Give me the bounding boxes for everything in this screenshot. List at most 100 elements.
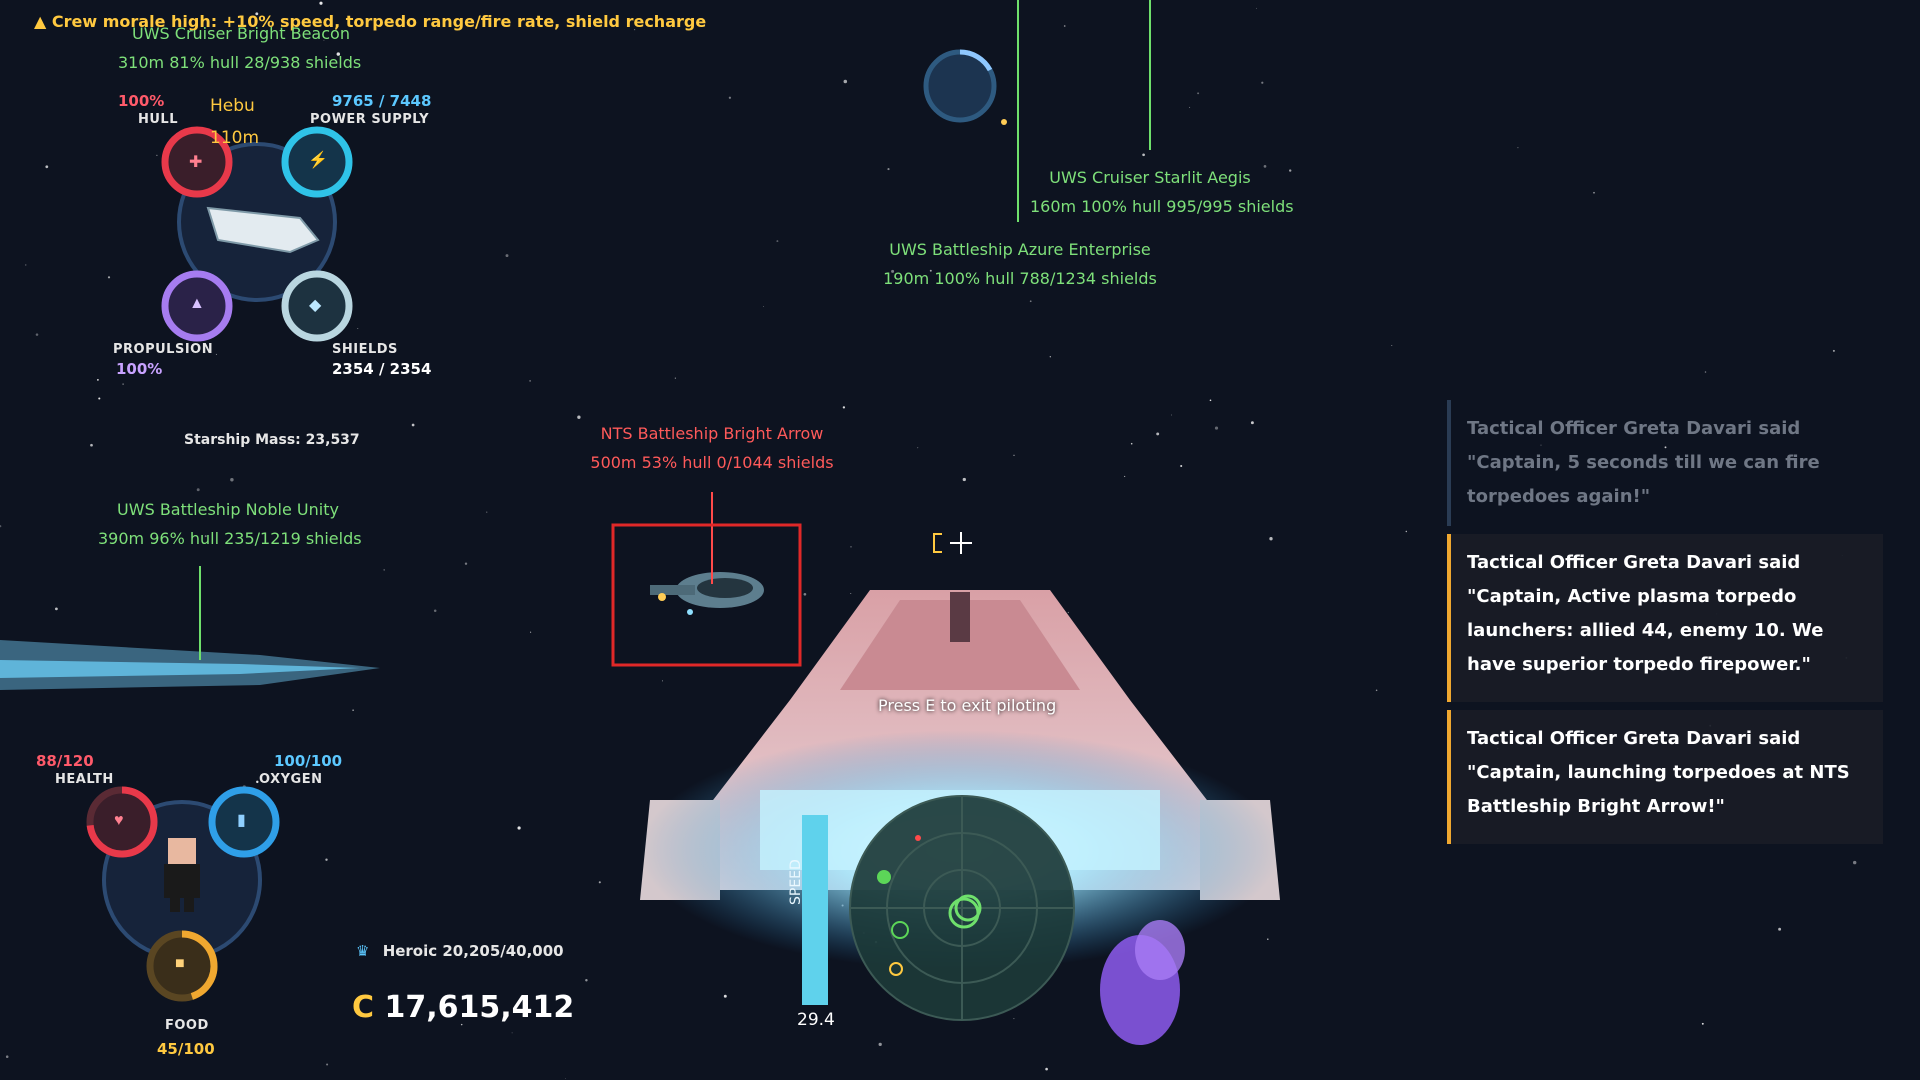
star [1261,81,1264,84]
food-icon: ■ [175,955,185,972]
star [1189,106,1191,108]
target-tag-bright-arrow[interactable]: NTS Battleship Bright Arrow 500m 53% hul… [582,424,842,472]
star [763,306,764,307]
star [891,269,895,273]
message-text: Tactical Officer Greta Davari said "Capt… [1467,552,1824,675]
star [0,525,2,528]
power-value: 9765 / 7448 [332,92,432,110]
radar [849,795,1075,1021]
star [55,607,58,611]
star [1269,537,1273,541]
oxygen-value: 100/100 [274,752,343,770]
star [1209,399,1212,402]
morale-alert: ▲ Crew morale high: +10% speed, torpedo … [34,12,706,31]
star [850,592,852,594]
star [215,353,217,355]
star [1391,345,1393,346]
enemy-ship-bright-arrow [650,572,764,615]
star [530,631,532,633]
star [878,1042,882,1047]
star [1704,371,1707,373]
star [25,264,27,266]
credits-icon: C [352,990,375,1025]
star [1853,860,1857,865]
rank-display: ♛ Heroic 20,205/40,000 [356,942,564,960]
power-label: POWER SUPPLY [310,112,429,127]
star [5,1055,9,1058]
star [1214,426,1219,430]
star [585,979,588,982]
enemy-target-box [611,523,802,667]
star [1405,530,1408,533]
star [352,709,354,711]
target-name: UWS Cruiser Starlit Aegis [1049,168,1251,187]
star [929,269,932,272]
star [97,379,99,381]
star [634,29,636,31]
target-stats: 160m 100% hull 995/995 shields [1030,197,1294,216]
target-name: UWS Battleship Azure Enterprise [889,240,1151,259]
star [1045,1067,1048,1071]
target-tag-noble-unity[interactable]: UWS Battleship Noble Unity 390m 96% hull… [98,500,362,548]
oxygen-label: OXYGEN [259,772,323,787]
starship-mass: Starship Mass: 23,537 [184,432,360,448]
star [35,333,39,336]
target-tag-bright-beacon[interactable]: UWS Cruiser Bright Beacon 310m 81% hull … [118,24,361,72]
star [1540,444,1542,446]
health-icon: ♥ [114,812,124,829]
star [803,592,807,596]
speed-bar-fill [802,815,828,1005]
star [1256,7,1257,9]
health-value: 88/120 [36,752,94,770]
star [1701,1022,1704,1025]
star [196,488,200,492]
star [1778,927,1782,931]
star [564,1078,566,1079]
shields-label: SHIELDS [332,342,398,357]
rank-text: Heroic 20,205/40,000 [382,942,564,960]
target-tag-azure-enterprise[interactable]: UWS Battleship Azure Enterprise 190m 100… [880,240,1160,288]
message-text: Tactical Officer Greta Davari said "Capt… [1467,418,1820,507]
star [326,1063,329,1066]
target-name: NTS Battleship Bright Arrow [600,424,824,443]
star [325,858,328,861]
propulsion-value: 100% [116,360,163,378]
star [45,165,49,169]
star [577,415,581,419]
star [98,397,101,400]
star [962,477,966,482]
player-status-rings [86,786,280,1002]
crosshair [933,532,972,554]
star [517,826,521,830]
player-status-panel: ♥ ▮ ■ 88/120 HEALTH 100/100 OXYGEN FOOD … [30,750,360,1070]
power-icon: ⚡ [308,152,328,169]
shields-value: 2354 / 2354 [332,360,432,378]
star [204,535,207,538]
warning-icon: ▲ [34,12,47,31]
star [1593,191,1595,194]
star [1180,464,1183,468]
star [850,546,852,548]
star [598,881,601,884]
star [1013,454,1015,456]
star [661,680,664,682]
star [1832,349,1835,352]
star [1142,153,1145,157]
food-value: 45/100 [157,1040,215,1058]
star [411,423,415,427]
message-text: Tactical Officer Greta Davari said "Capt… [1467,728,1850,817]
star [122,383,124,385]
star [1156,432,1160,436]
health-label: HEALTH [55,772,114,787]
target-stats: 500m 53% hull 0/1044 shields [590,453,834,472]
target-tag-starlit-aegis[interactable]: UWS Cruiser Starlit Aegis 160m 100% hull… [1030,168,1294,216]
target-stats: 390m 96% hull 235/1219 shields [98,529,362,548]
speed-value: 29.4 [797,1010,835,1030]
star [842,406,846,409]
star [1197,92,1200,95]
star [336,52,341,56]
target-name: UWS Cruiser Bright Beacon [132,24,350,43]
oxygen-icon: ▮ [237,812,246,829]
star [1289,169,1292,172]
message-log-item: Tactical Officer Greta Davari said "Capt… [1447,534,1883,702]
